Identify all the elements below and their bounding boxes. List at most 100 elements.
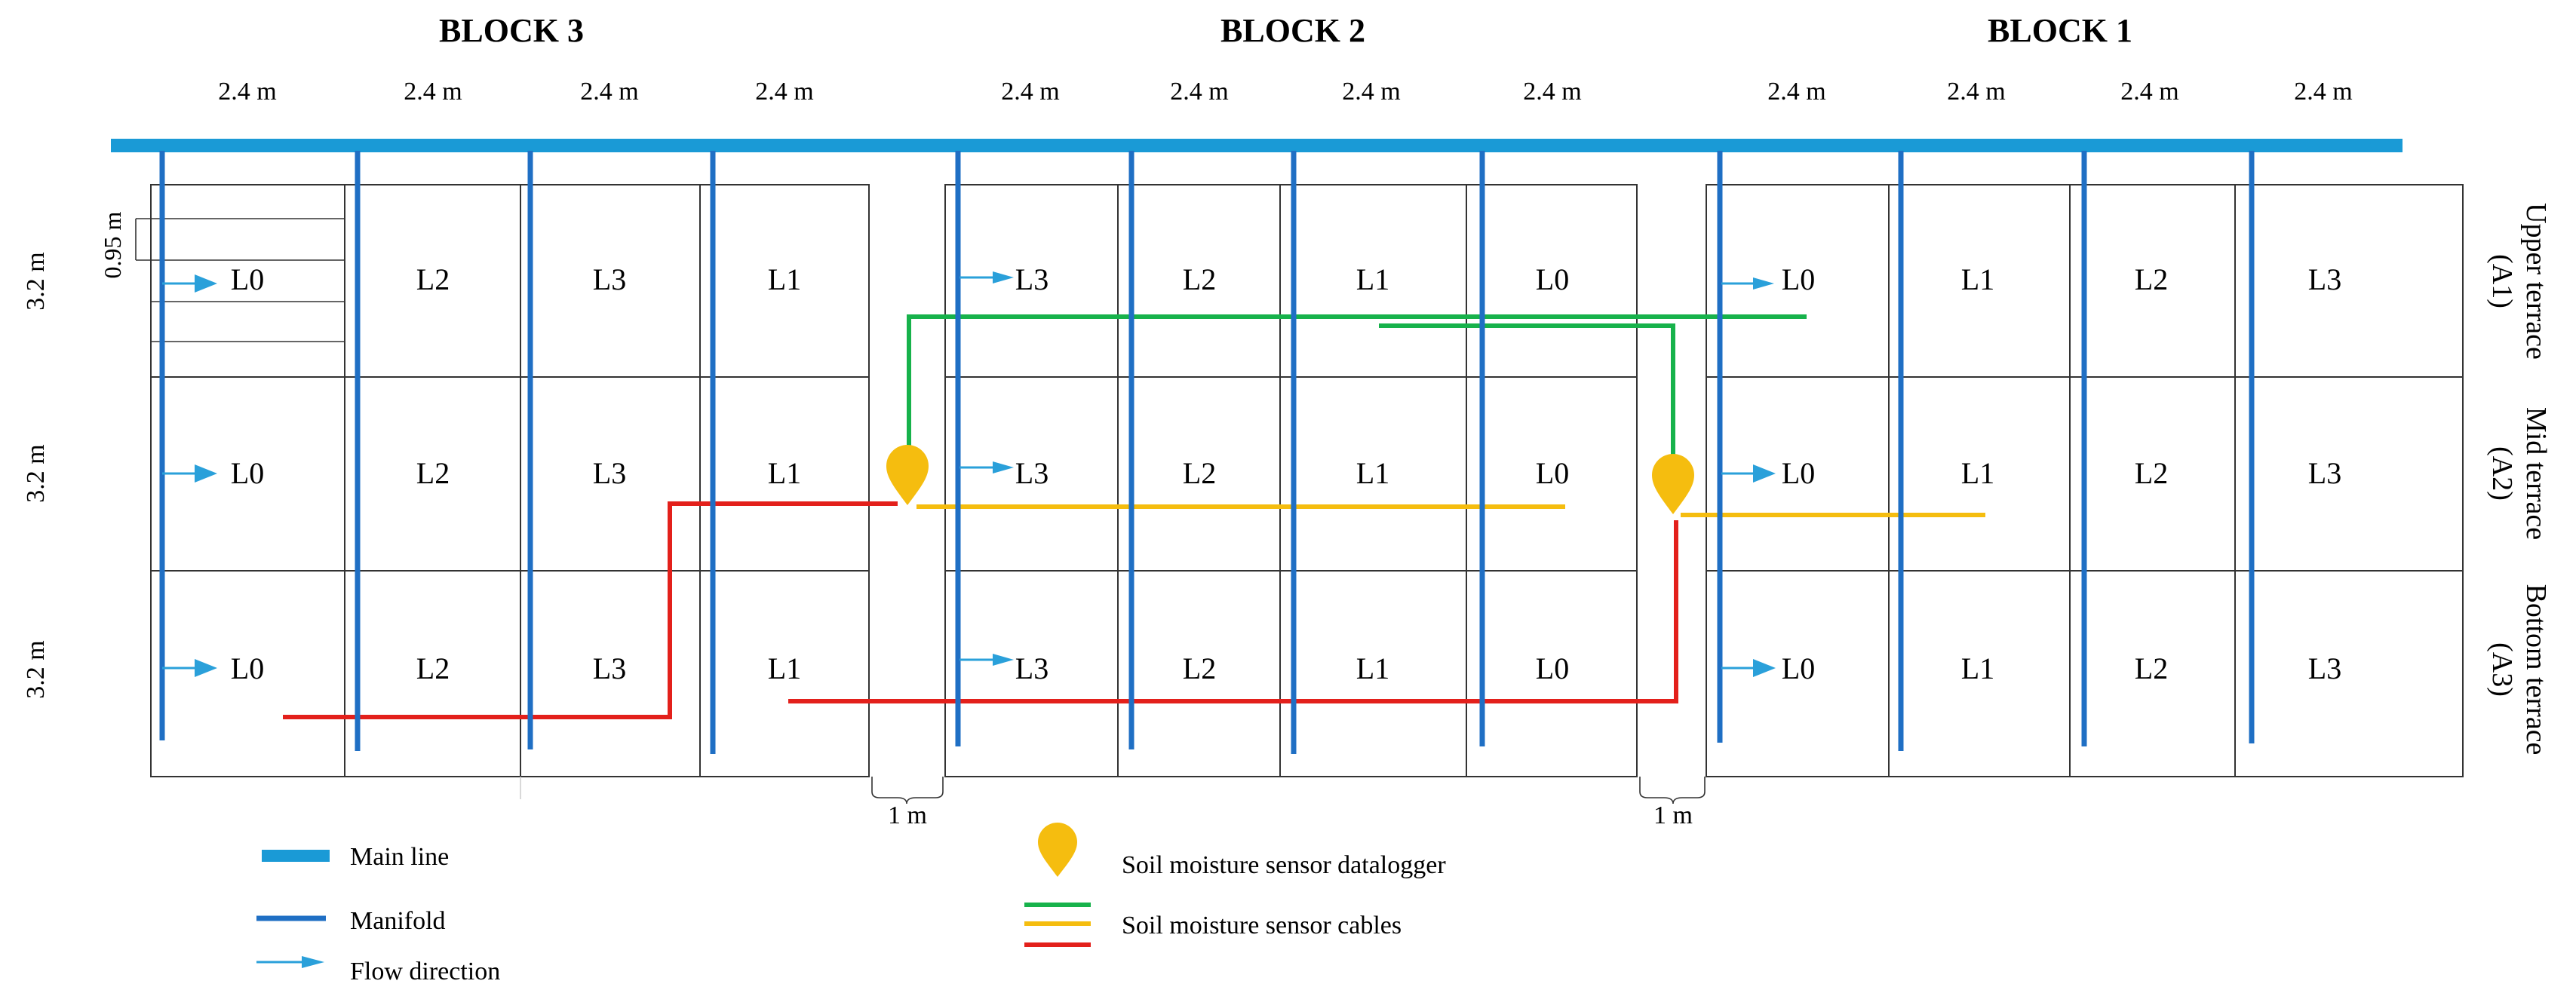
- width-label: 2.4 m: [404, 78, 462, 106]
- cell-label: L1: [1356, 262, 1389, 296]
- width-label: 2.4 m: [1001, 78, 1059, 106]
- lateral-spacing-label: 0.95 m: [99, 211, 126, 278]
- cell-label: L3: [593, 456, 626, 490]
- cell-label: L2: [416, 651, 450, 685]
- legend-datalogger-label: Soil moisture sensor datalogger: [1122, 851, 1446, 879]
- cell-label: L0: [1782, 262, 1815, 296]
- cell-label: L0: [231, 456, 264, 490]
- cell-label: L3: [2308, 456, 2341, 490]
- cell-label: L1: [768, 262, 801, 296]
- upper-terrace-label: Upper terrace: [2520, 203, 2552, 360]
- cell-label: L3: [2308, 651, 2341, 685]
- cell-label: L2: [1183, 262, 1216, 296]
- legend-cables-label: Soil moisture sensor cables: [1122, 912, 1402, 939]
- bottom-terrace-label: Bottom terrace: [2520, 584, 2552, 755]
- sensor-cables: [283, 314, 1985, 719]
- legend-manifold: Manifold: [256, 907, 446, 935]
- block-3-title: BLOCK 3: [439, 12, 584, 49]
- legend-main-line-label: Main line: [350, 843, 449, 871]
- red-cable-right: [788, 520, 1678, 703]
- width-label: 2.4 m: [2294, 78, 2352, 106]
- cell-label: L3: [593, 651, 626, 685]
- legend-flow-direction-label: Flow direction: [350, 958, 500, 985]
- gap-bracket-right: 1 m: [1639, 777, 1706, 829]
- datalogger-icon: [1652, 454, 1694, 514]
- height-label: 3.2 m: [22, 640, 50, 698]
- legend-sensor-cables: Soil moisture sensor cables: [1024, 903, 1402, 947]
- cell-label: L0: [1536, 456, 1569, 490]
- flow-arrows: [162, 271, 1776, 677]
- cell-label: L2: [416, 262, 450, 296]
- cell-label: L1: [768, 456, 801, 490]
- terrace-labels: Upper terrace (A1) Mid terrace (A2) Bott…: [2486, 203, 2552, 755]
- cell-label: L3: [2308, 262, 2341, 296]
- width-label: 2.4 m: [1767, 78, 1825, 106]
- datalogger-icon: [886, 445, 929, 505]
- height-dimension-labels: 3.2 m 3.2 m 3.2 m 0.95 m: [22, 211, 126, 698]
- cell-label: L2: [2135, 651, 2168, 685]
- legend-main-line: Main line: [262, 843, 449, 871]
- cell-label: L1: [768, 651, 801, 685]
- gap-label: 1 m: [1653, 801, 1693, 829]
- cell-label: L3: [593, 262, 626, 296]
- cell-label: L1: [1961, 651, 1994, 685]
- cell-label: L2: [2135, 262, 2168, 296]
- legend: Main line Manifold Flow direction Soil m…: [256, 823, 1446, 985]
- mid-terrace-code: (A2): [2486, 446, 2518, 501]
- flow-arrow-icon: [1721, 277, 1774, 290]
- flow-arrow-icon: [959, 654, 1014, 666]
- cell-label: L3: [1015, 262, 1049, 296]
- width-label: 2.4 m: [218, 78, 276, 106]
- cell-label: L2: [1183, 456, 1216, 490]
- bottom-terrace-code: (A3): [2486, 642, 2518, 697]
- cell-label: L3: [1015, 651, 1049, 685]
- width-label: 2.4 m: [1342, 78, 1400, 106]
- cell-label: L0: [231, 651, 264, 685]
- cell-label: L2: [2135, 456, 2168, 490]
- cell-label: L0: [1782, 651, 1815, 685]
- upper-terrace-code: (A1): [2486, 254, 2518, 308]
- green-cable-left: [907, 314, 1807, 475]
- width-label: 2.4 m: [755, 78, 813, 106]
- width-dimension-labels: 2.4 m 2.4 m 2.4 m 2.4 m 2.4 m 2.4 m 2.4 …: [218, 78, 2352, 106]
- legend-manifold-label: Manifold: [350, 907, 446, 935]
- width-label: 2.4 m: [2120, 78, 2178, 106]
- cell-label: L1: [1356, 651, 1389, 685]
- green-cable-right: [1379, 323, 1675, 456]
- flow-arrow-icon: [162, 659, 217, 677]
- flow-arrow-icon: [162, 274, 217, 293]
- gap-bracket-left: 1 m: [871, 777, 944, 829]
- block-2-title: BLOCK 2: [1220, 12, 1365, 49]
- cell-label: L3: [1015, 456, 1049, 490]
- flow-arrow-icon: [1721, 464, 1776, 483]
- height-label: 3.2 m: [22, 444, 50, 502]
- block-2-labels: L3 L2 L1 L0 L3 L2 L1 L0 L3 L2 L1 L0: [1015, 262, 1569, 685]
- width-label: 2.4 m: [1523, 78, 1581, 106]
- legend-flow-direction: Flow direction: [256, 956, 500, 985]
- height-label: 3.2 m: [22, 252, 50, 310]
- manifolds: [159, 151, 2255, 754]
- block-3-grid: [135, 184, 870, 799]
- flow-arrow-icon: [162, 464, 217, 483]
- datalogger-icon: [1038, 823, 1077, 877]
- mid-terrace-label: Mid terrace: [2520, 407, 2552, 540]
- flow-arrow-icon: [959, 461, 1014, 474]
- cell-label: L1: [1961, 456, 1994, 490]
- block-3-labels: L0 L2 L3 L1 L0 L2 L3 L1 L0 L2 L3 L1: [231, 262, 801, 685]
- red-cable-left: [283, 501, 898, 719]
- flow-arrow-icon: [1721, 659, 1776, 677]
- width-label: 2.4 m: [1170, 78, 1228, 106]
- flow-arrow-icon: [959, 271, 1014, 283]
- cell-label: L0: [1782, 456, 1815, 490]
- gap-label: 1 m: [888, 801, 927, 829]
- cell-label: L0: [1536, 651, 1569, 685]
- width-label: 2.4 m: [580, 78, 638, 106]
- cell-label: L1: [1356, 456, 1389, 490]
- cell-label: L0: [1536, 262, 1569, 296]
- legend-datalogger: Soil moisture sensor datalogger: [1038, 823, 1446, 879]
- block-1-title: BLOCK 1: [1988, 12, 2132, 49]
- width-label: 2.4 m: [1947, 78, 2005, 106]
- cell-label: L1: [1961, 262, 1994, 296]
- cell-label: L0: [231, 262, 264, 296]
